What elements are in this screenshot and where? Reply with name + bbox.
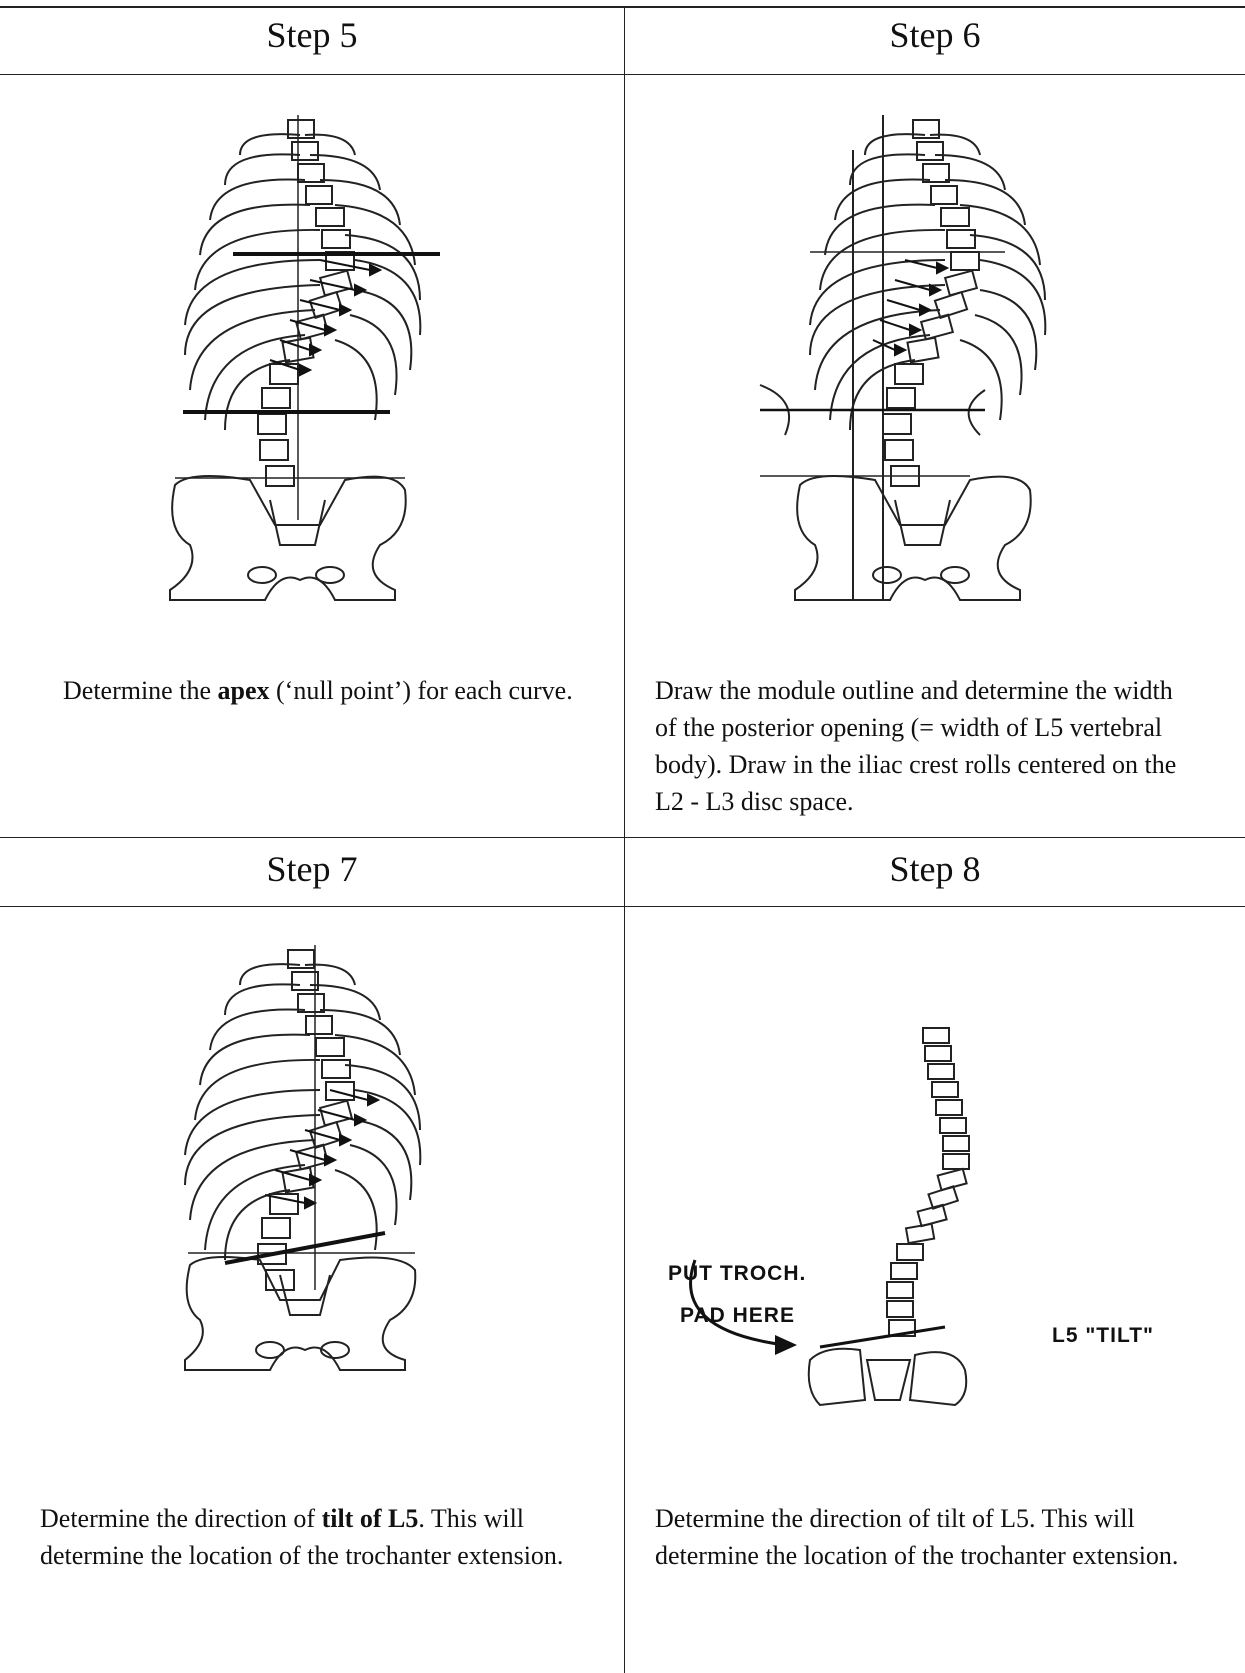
step-7-figure — [0, 930, 624, 1450]
step-5-caption-bold: apex — [218, 676, 270, 705]
troch-pad-label-line2: PAD HERE — [680, 1304, 795, 1328]
step-5-caption-post: (‘null point’) for each curve. — [270, 676, 573, 705]
step-6-figure — [625, 100, 1245, 680]
step-5-header: Step 5 — [0, 14, 624, 56]
step-7-caption-bold: tilt of L5 — [322, 1504, 419, 1533]
step-7-caption-pre: Determine the direction of — [40, 1504, 322, 1533]
row-divider — [0, 837, 1245, 838]
step-5-caption-pre: Determine the — [63, 676, 218, 705]
step-7-caption: Determine the direction of tilt of L5. T… — [40, 1500, 600, 1574]
step-8-header: Step 8 — [625, 848, 1245, 890]
header-divider-bottom — [0, 906, 1245, 907]
grid-top-border — [0, 6, 1245, 8]
step-5-caption: Determine the apex (‘null point’) for ea… — [63, 672, 583, 709]
step-8-figure — [625, 930, 1245, 1450]
step-5-figure — [0, 100, 624, 680]
header-divider-top — [0, 74, 1245, 75]
l5-tilt-label: L5 "TILT" — [1052, 1324, 1154, 1348]
step-6-caption: Draw the module outline and determine th… — [655, 672, 1195, 820]
troch-pad-label-line1: PUT TROCH. — [668, 1262, 806, 1286]
step-6-header: Step 6 — [625, 14, 1245, 56]
step-7-header: Step 7 — [0, 848, 624, 890]
step-8-caption: Determine the direction of tilt of L5. T… — [655, 1500, 1215, 1574]
